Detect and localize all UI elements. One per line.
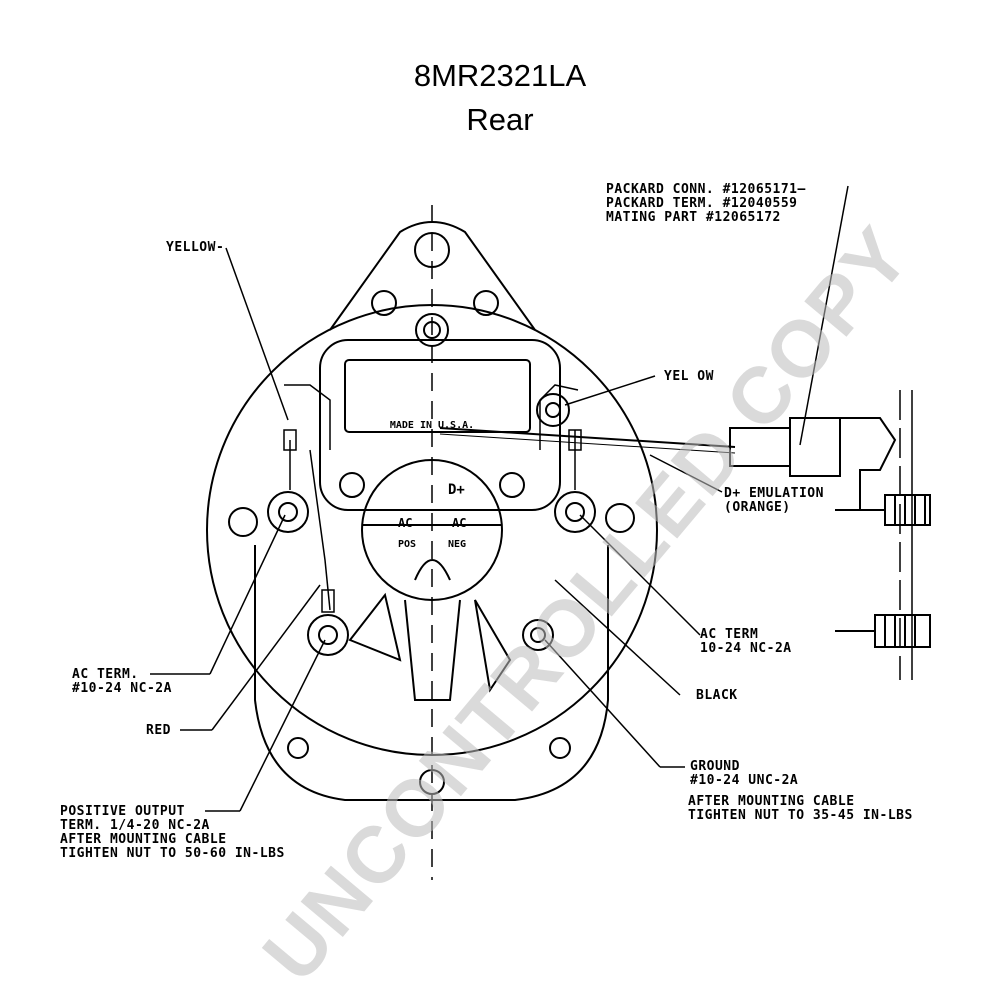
regulator-plate (344, 359, 531, 433)
ground-terminal (522, 619, 554, 651)
pos-label: POS (398, 539, 416, 550)
ac-term-left-label: AC TERM. (72, 667, 139, 682)
ground-spec: #10-24 UNC-2A (690, 773, 799, 788)
ac-label-right: AC (452, 516, 466, 530)
black-label: BLACK (696, 688, 738, 703)
ac-label-left: AC (398, 516, 412, 530)
positive-output-terminal (307, 614, 349, 656)
ac-terminal-right (554, 491, 596, 533)
made-in-label: MADE IN U.S.A. (390, 420, 474, 431)
orange-label: (ORANGE) (724, 500, 791, 515)
d-plus-emulation-label: D+ EMULATION (724, 486, 824, 501)
terminal-block-upper (884, 494, 931, 526)
positive-output-note-1: AFTER MOUNTING CABLE (60, 832, 227, 847)
yellow-left-label: YELLOW- (166, 240, 225, 255)
red-label: RED (146, 723, 171, 738)
positive-output-note-2: TIGHTEN NUT TO 50-60 IN-LBS (60, 846, 285, 861)
ac-terminal-left (267, 491, 309, 533)
ground-label: GROUND (690, 759, 740, 774)
ground-note-2: TIGHTEN NUT TO 35-45 IN-LBS (688, 808, 913, 823)
ground-note-1: AFTER MOUNTING CABLE (688, 794, 855, 809)
top-mount-ear (329, 221, 536, 331)
packard-conn-label: PACKARD CONN. #12065171— (606, 182, 806, 197)
ac-term-left-spec: #10-24 NC-2A (72, 681, 172, 696)
terminal-block-lower (874, 614, 931, 648)
housing-outline (206, 304, 658, 756)
ac-term-right-spec: 10-24 NC-2A (700, 641, 792, 656)
ac-term-right-label: AC TERM (700, 627, 759, 642)
rectifier-cover (361, 459, 503, 601)
positive-output-spec: TERM. 1/4-20 NC-2A (60, 818, 210, 833)
positive-output-label: POSITIVE OUTPUT (60, 804, 185, 819)
yellow-right-label: YEL OW (664, 369, 714, 384)
view-label: Rear (466, 102, 534, 137)
model-number: 8MR2321LA (413, 58, 587, 93)
top-mount-hole (414, 232, 450, 268)
neg-label: NEG (448, 539, 466, 550)
mating-part-label: MATING PART #12065172 (606, 210, 781, 225)
packard-term-label: PACKARD TERM. #12040559 (606, 196, 798, 211)
d-plus-label: D+ (448, 482, 465, 498)
packard-connector (729, 427, 791, 467)
lower-frame (254, 545, 609, 801)
